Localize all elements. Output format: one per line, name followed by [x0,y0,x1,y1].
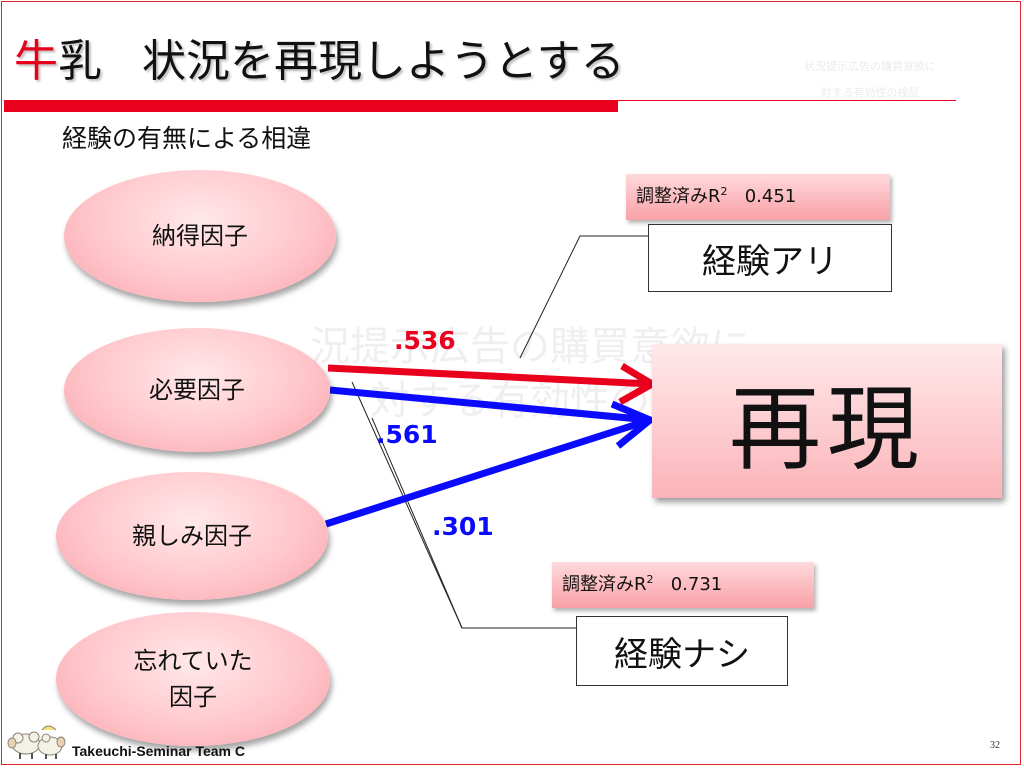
coef-label-hitsuyou-red: .536 [394,326,456,355]
coef-label-shitashimi-blue: .301 [432,512,494,541]
footer-team-name: Takeuchi-Seminar Team C [72,743,245,759]
group-label-with-experience: 経験アリ [702,241,838,282]
arrow-red-shaft [327,364,653,388]
title-underline-bar [4,100,618,112]
title-main: 状況を再現しようとする [142,36,625,87]
watermark-small: 状況提示広告の購買意欲に 対する有効性の検証 [770,54,970,106]
leader-line-with-experience [519,235,648,359]
title-underline-line [618,100,956,101]
arrow-blue-shaft-1 [329,386,651,424]
arrow-blue-shaft-2 [324,416,652,528]
factor-label-shitashimi: 親しみ因子 [132,522,252,550]
r2-superscript: 2 [646,573,654,586]
group-box-with-experience: 経験アリ [648,224,892,292]
r2-label-without-experience: 調整済みR2 0.731 [552,562,814,608]
title-rest: 乳 [58,36,102,87]
factor-ellipse-wasureteita: 忘れていた 因子 [56,612,330,746]
sheep-logo-icon [7,725,66,759]
target-label: 再現 [728,375,925,483]
r2-prefix: 調整済みR [562,574,647,595]
slide-subtitle: 経験の有無による相違 [62,124,312,153]
factor-ellipse-nattoku: 納得因子 [64,170,336,302]
slide-title: 牛乳状況を再現しようとする [14,30,625,94]
group-box-without-experience: 経験ナシ [576,616,788,686]
factor-ellipse-shitashimi: 親しみ因子 [56,472,328,600]
factor-label-nattoku: 納得因子 [152,222,248,250]
target-box-saigen: 再現 [652,344,1002,498]
leader-line-cross [371,417,463,629]
r2-value: 0.731 [670,574,723,595]
coef-label-hitsuyou-blue: .561 [376,420,438,449]
arrow-blue-head [610,400,657,449]
factor-ellipse-hitsuyou: 必要因子 [64,328,330,452]
r2-value: 0.451 [744,186,797,207]
watermark-small-line2: 対する有効性の検証 [820,86,920,99]
r2-superscript: 2 [720,185,728,198]
watermark-small-line1: 状況提示広告の購買意欲に [804,60,936,73]
r2-prefix: 調整済みR [636,186,721,207]
title-accent: 牛 [14,36,58,87]
factor-label-hitsuyou: 必要因子 [149,376,245,404]
factor-label-wasureteita: 忘れていた 因子 [133,647,253,711]
page-number: 32 [990,740,1000,751]
group-label-without-experience: 経験ナシ [614,634,750,675]
r2-label-with-experience: 調整済みR2 0.451 [626,174,890,220]
